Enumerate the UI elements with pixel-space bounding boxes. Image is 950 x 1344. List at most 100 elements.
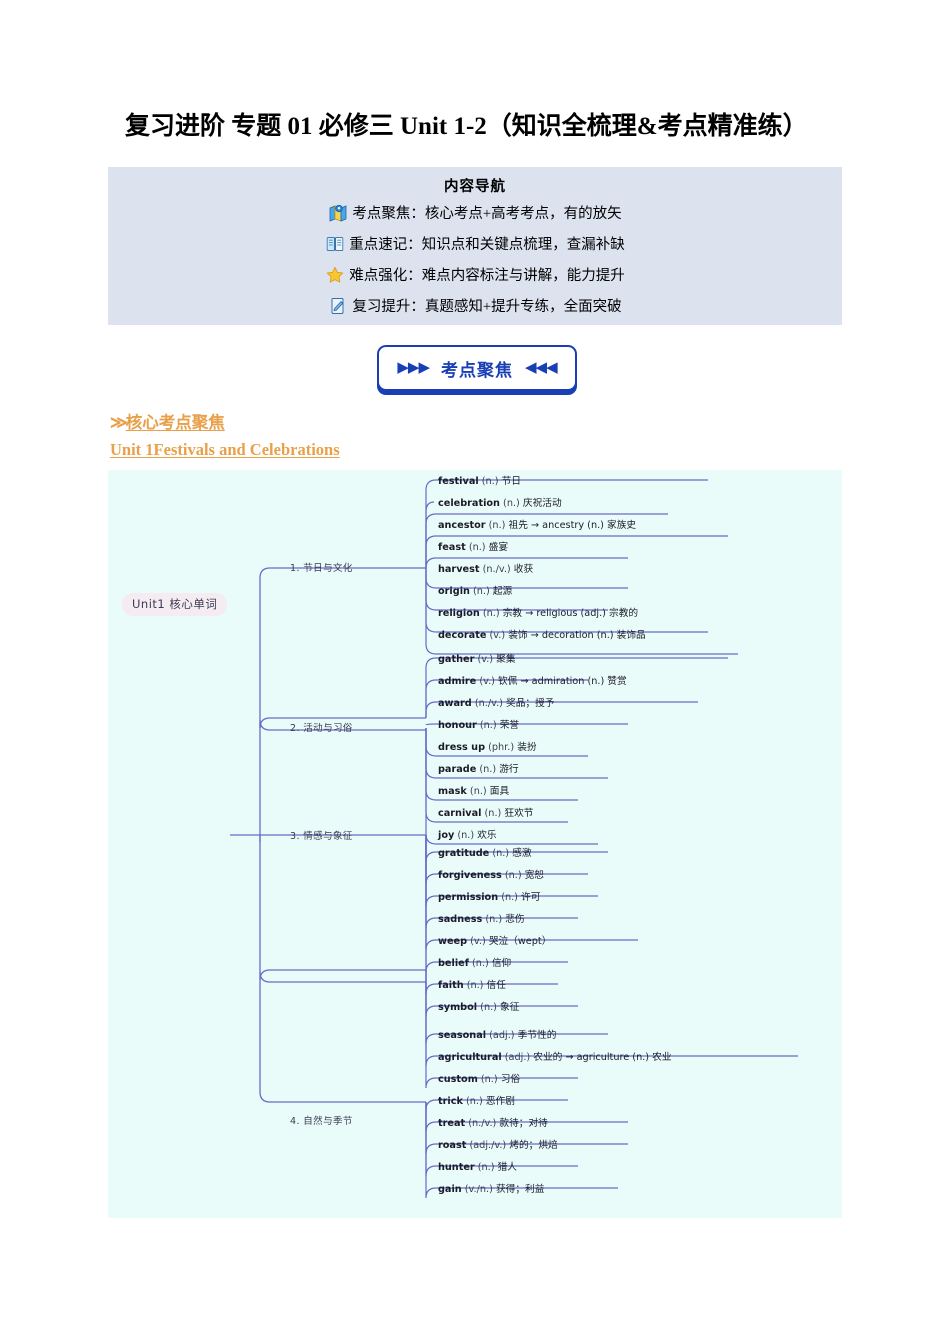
vocab-meaning: 象征 — [500, 1002, 520, 1013]
vocab-meaning: 节日 — [501, 476, 521, 487]
mindmap-branch-label-2: 2. 活动与习俗 — [290, 723, 353, 734]
nav-item-focus: 考点聚焦：核心考点+高考考点，有的放矢 — [108, 198, 842, 227]
mindmap-vocab-item: roast (adj./v.) 烤的；烘焙 — [438, 1140, 558, 1152]
vocab-meaning: 宗教 → religious (adj.) 宗教的 — [502, 608, 639, 619]
mindmap-vocab-item: award (n./v.) 奖品；授予 — [438, 698, 554, 710]
nav-item-difficulty: 难点强化：难点内容标注与讲解，能力提升 — [108, 260, 842, 289]
page-title: 复习进阶 专题 01 必修三 Unit 1-2（知识全梳理&考点精准练） — [125, 113, 808, 140]
vocab-word: ancestor — [438, 520, 486, 531]
vocab-word: religion — [438, 608, 480, 619]
vocab-part-of-speech: (n.) — [474, 1162, 498, 1173]
nav-item-label: 考点聚焦：核心考点+高考考点，有的放矢 — [352, 206, 622, 222]
vocab-word: seasonal — [438, 1030, 487, 1041]
vocab-word: admire — [438, 676, 477, 687]
mindmap-vocab-item: parade (n.) 游行 — [438, 764, 519, 776]
vocab-meaning: 哭泣（wept） — [488, 936, 552, 947]
mindmap-vocab-item: ancestor (n.) 祖先 → ancestry (n.) 家族史 — [438, 520, 636, 532]
vocab-word: gather — [438, 654, 475, 665]
mindmap-vocab-item: mask (n.) 面具 — [438, 786, 509, 798]
mindmap-vocab-item: belief (n.) 信仰 — [438, 958, 511, 970]
vocab-part-of-speech: (n.) — [468, 958, 492, 969]
mindmap-center-node: Unit1 核心单词 — [122, 593, 228, 616]
mindmap-vocab-item: treat (n./v.) 款待；对待 — [438, 1118, 548, 1130]
vocab-part-of-speech: (n.) — [469, 586, 493, 597]
vocab-meaning: 聚集 — [496, 654, 516, 665]
vocab-part-of-speech: (n.) — [476, 720, 500, 731]
vocab-meaning: 信仰 — [491, 958, 512, 969]
vocab-word: feast — [438, 542, 466, 553]
vocab-word: gratitude — [438, 848, 490, 859]
vocab-part-of-speech: (n.) — [454, 830, 478, 841]
vocab-part-of-speech: (n.) — [465, 542, 489, 553]
star-icon — [325, 265, 345, 285]
mindmap-vocab-item: symbol (n.) 象征 — [438, 1002, 519, 1014]
vocab-part-of-speech: (adj.) — [501, 1052, 534, 1063]
mindmap-vocab-item: festival (n.) 节日 — [438, 476, 521, 488]
vocab-word: festival — [438, 476, 479, 487]
mindmap-vocab-item: gratitude (n.) 感激 — [438, 848, 532, 860]
vocab-meaning: 习俗 — [500, 1074, 521, 1085]
vocab-word: custom — [438, 1074, 478, 1085]
vocab-part-of-speech: (n.) — [498, 892, 522, 903]
vocab-word: forgiveness — [438, 870, 502, 881]
vocab-meaning: 面具 — [489, 786, 510, 797]
right-triangle-arrows-icon: ▶▶▶ — [397, 359, 430, 376]
mindmap-connectors — [230, 479, 798, 1199]
vocab-part-of-speech: (n./v.) — [471, 698, 507, 709]
vocab-meaning: 恶作剧 — [485, 1096, 515, 1107]
mindmap-vocab-item: carnival (n.) 狂欢节 — [438, 808, 533, 820]
mindmap-vocab-item: celebration (n.) 庆祝活动 — [438, 498, 562, 510]
vocab-word: weep — [438, 936, 468, 947]
mindmap-vocab-item: admire (v.) 钦佩 → admiration (n.) 赞赏 — [438, 676, 627, 688]
mindmap-vocab-item: hunter (n.) 猎人 — [438, 1162, 517, 1174]
content-navigation-box: 内容导航 考点聚焦：核心考点+高考考点，有的放矢 — [108, 167, 842, 325]
mindmap-vocab-item: forgiveness (n.) 宽恕 — [438, 870, 544, 882]
vocab-meaning: 游行 — [499, 764, 519, 775]
vocab-meaning: 钦佩 → admiration (n.) 赞赏 — [498, 676, 627, 687]
mindmap-branch-label-1: 1. 节日与文化 — [290, 563, 353, 574]
vocab-part-of-speech: (n.) — [481, 808, 505, 819]
vocab-meaning: 荣誉 — [499, 720, 520, 731]
vocab-part-of-speech: (v./n.) — [461, 1184, 496, 1195]
vocab-part-of-speech: (n.) — [499, 498, 523, 509]
vocab-word: celebration — [438, 498, 500, 509]
vocab-meaning: 悲伤 — [505, 914, 525, 925]
vocab-word: permission — [438, 892, 499, 903]
vocab-part-of-speech: (v.) — [486, 630, 509, 641]
vocab-part-of-speech: (v.) — [476, 676, 499, 687]
vocab-part-of-speech: (n.) — [479, 608, 503, 619]
vocab-word: symbol — [438, 1002, 478, 1013]
mindmap-vocab-item: harvest (n./v.) 收获 — [438, 564, 533, 576]
mindmap-vocab-item: honour (n.) 荣誉 — [438, 720, 519, 732]
focus-section-badge[interactable]: ▶▶▶ 考点聚焦 ◀◀◀ — [377, 345, 577, 391]
heading-unit1: Unit 1Festivals and Celebrations — [110, 440, 340, 460]
vocab-word: origin — [438, 586, 470, 597]
nav-item-notes: 重点速记：知识点和关键点梳理，查漏补缺 — [108, 229, 842, 258]
vocab-part-of-speech: (n.) — [476, 764, 500, 775]
left-triangle-arrows-icon: ◀◀◀ — [525, 359, 558, 376]
vocab-part-of-speech: (n.) — [477, 1074, 501, 1085]
vocab-part-of-speech: (n.) — [477, 1002, 501, 1013]
mindmap-vocab-item: custom (n.) 习俗 — [438, 1074, 520, 1086]
mindmap-vocab-item: gather (v.) 聚集 — [438, 654, 516, 666]
vocab-meaning: 获得；利益 — [495, 1184, 545, 1195]
vocab-part-of-speech: (n.) — [482, 914, 506, 925]
vocab-word: mask — [438, 786, 467, 797]
vocab-meaning: 猎人 — [497, 1162, 517, 1173]
vocab-word: roast — [438, 1140, 467, 1151]
vocab-meaning: 农业的 → agriculture (n.) 农业 — [533, 1052, 672, 1063]
vocab-part-of-speech: (n.) — [463, 980, 487, 991]
vocab-meaning: 祖先 → ancestry (n.) 家族史 — [508, 520, 637, 531]
vocab-meaning: 狂欢节 — [504, 808, 534, 819]
vocab-meaning: 款待；对待 — [499, 1118, 548, 1129]
heading-unit1-label: Unit 1Festivals and Celebrations — [110, 440, 340, 459]
nav-item-label: 复习提升：真题感知+提升专练，全面突破 — [352, 299, 622, 315]
heading-core-label: 核心考点聚焦 — [125, 413, 225, 432]
double-chevron-icon: ≫ — [110, 413, 128, 432]
vocab-word: dress up — [438, 742, 486, 753]
vocab-part-of-speech: (n.) — [501, 870, 525, 881]
vocab-part-of-speech: (v.) — [467, 936, 489, 947]
mindmap-vocab-item: faith (n.) 信任 — [438, 980, 506, 992]
vocab-word: sadness — [438, 914, 483, 925]
